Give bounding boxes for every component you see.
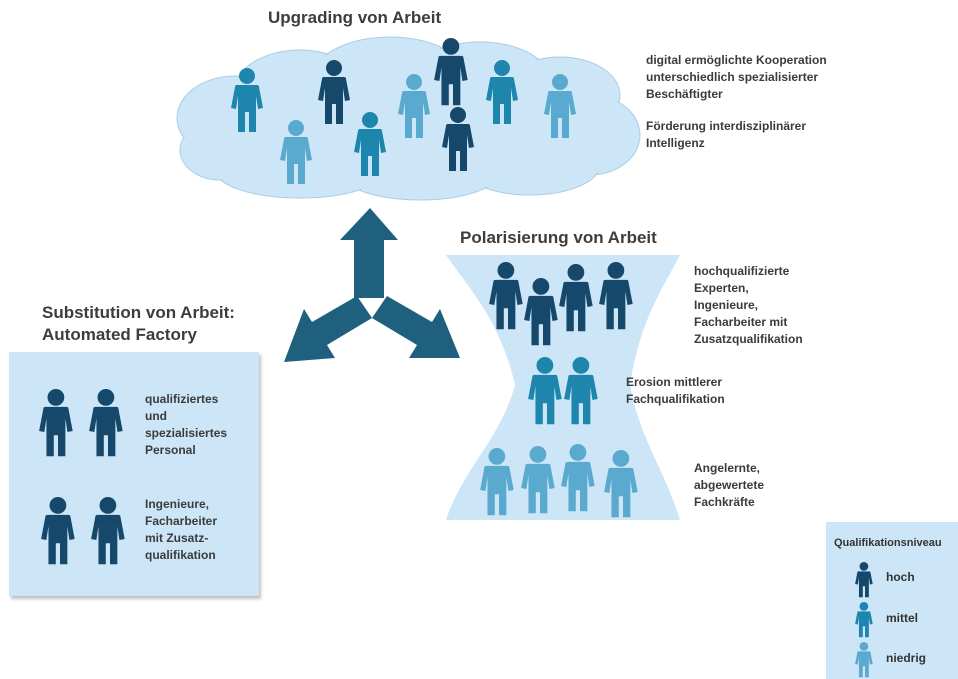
text-line: Ingenieure,: [694, 298, 759, 312]
text-line: Intelligenz: [646, 136, 705, 150]
text-line: Facharbeiter mit: [694, 315, 788, 329]
text-line: hochqualifizierte: [694, 264, 790, 278]
text-line: Fachqualifikation: [626, 392, 725, 406]
text-line: Erosion mittlerer: [626, 375, 723, 389]
text-line: Fachkräfte: [694, 495, 755, 509]
person-icon: [604, 450, 638, 518]
substitution-title-line1: Substitution von Arbeit:: [42, 303, 235, 322]
text-line: Beschäftigter: [646, 87, 723, 101]
legend-panel: [826, 522, 958, 679]
legend-label-mittel: mittel: [886, 611, 919, 625]
person-icon: [354, 112, 386, 176]
text-line: Facharbeiter: [145, 514, 218, 528]
person-icon: [39, 389, 73, 457]
substitution-title: Substitution von Arbeit: Automated Facto…: [42, 302, 235, 346]
text-line: abgewertete: [694, 478, 765, 492]
person-icon: [855, 562, 873, 598]
text-line: Zusatzqualifikation: [694, 332, 803, 346]
legend-label-hoch: hoch: [886, 570, 915, 584]
person-icon: [480, 448, 514, 516]
text-line: Personal: [145, 443, 196, 457]
upgrading-title: Upgrading von Arbeit: [268, 8, 442, 27]
person-icon: [855, 642, 873, 678]
person-icon: [561, 444, 595, 512]
substitution-group1-text: qualifiziertes und spezialisiertes Perso…: [145, 391, 227, 459]
legend-label-niedrig: niedrig: [886, 651, 927, 665]
text-line: qualifikation: [145, 548, 216, 562]
polarisierung-title: Polarisierung von Arbeit: [460, 228, 657, 247]
text-line: Förderung interdisziplinärer: [646, 119, 807, 133]
person-icon: [442, 107, 474, 171]
person-icon: [521, 446, 555, 514]
person-icon: [231, 68, 263, 132]
text-line: unterschiedlich spezialisierter: [646, 70, 819, 84]
person-icon: [524, 278, 558, 346]
legend-title: Qualifikationsniveau: [834, 537, 942, 549]
person-icon: [91, 497, 125, 565]
polarisierung-top-text: hochqualifizierte Experten, Ingenieure, …: [694, 263, 803, 348]
person-icon: [855, 602, 873, 638]
text-line: digital ermöglichte Kooperation: [646, 53, 827, 67]
person-icon: [528, 357, 562, 425]
polarisierung-mid-text: Erosion mittlerer Fachqualifikation: [626, 374, 725, 408]
person-icon: [559, 264, 593, 332]
upgrading-text2: Förderung interdisziplinärer Intelligenz: [646, 118, 806, 152]
person-icon: [41, 497, 75, 565]
person-icon: [564, 357, 598, 425]
person-icon: [599, 262, 633, 330]
person-icon: [544, 74, 576, 138]
polarisierung-bottom-text: Angelernte, abgewertete Fachkräfte: [694, 460, 764, 511]
upgrading-text1: digital ermöglichte Kooperation untersch…: [646, 52, 827, 103]
person-icon: [489, 262, 523, 330]
substitution-group2-text: Ingenieure, Facharbeiter mit Zusatz- qua…: [145, 496, 217, 564]
text-line: mit Zusatz-: [145, 531, 209, 545]
text-line: qualifiziertes: [145, 392, 219, 406]
person-icon: [280, 120, 312, 184]
substitution-title-line2: Automated Factory: [42, 325, 197, 344]
person-icon: [434, 38, 468, 106]
text-line: spezialisiertes: [145, 426, 228, 440]
text-line: und: [145, 409, 167, 423]
person-icon: [318, 60, 350, 124]
text-line: Angelernte,: [694, 461, 761, 475]
text-line: Experten,: [694, 281, 749, 295]
person-icon: [89, 389, 123, 457]
person-icon: [486, 60, 518, 124]
arrow-icon: [284, 208, 460, 362]
text-line: Ingenieure,: [145, 497, 210, 511]
person-icon: [398, 74, 430, 138]
